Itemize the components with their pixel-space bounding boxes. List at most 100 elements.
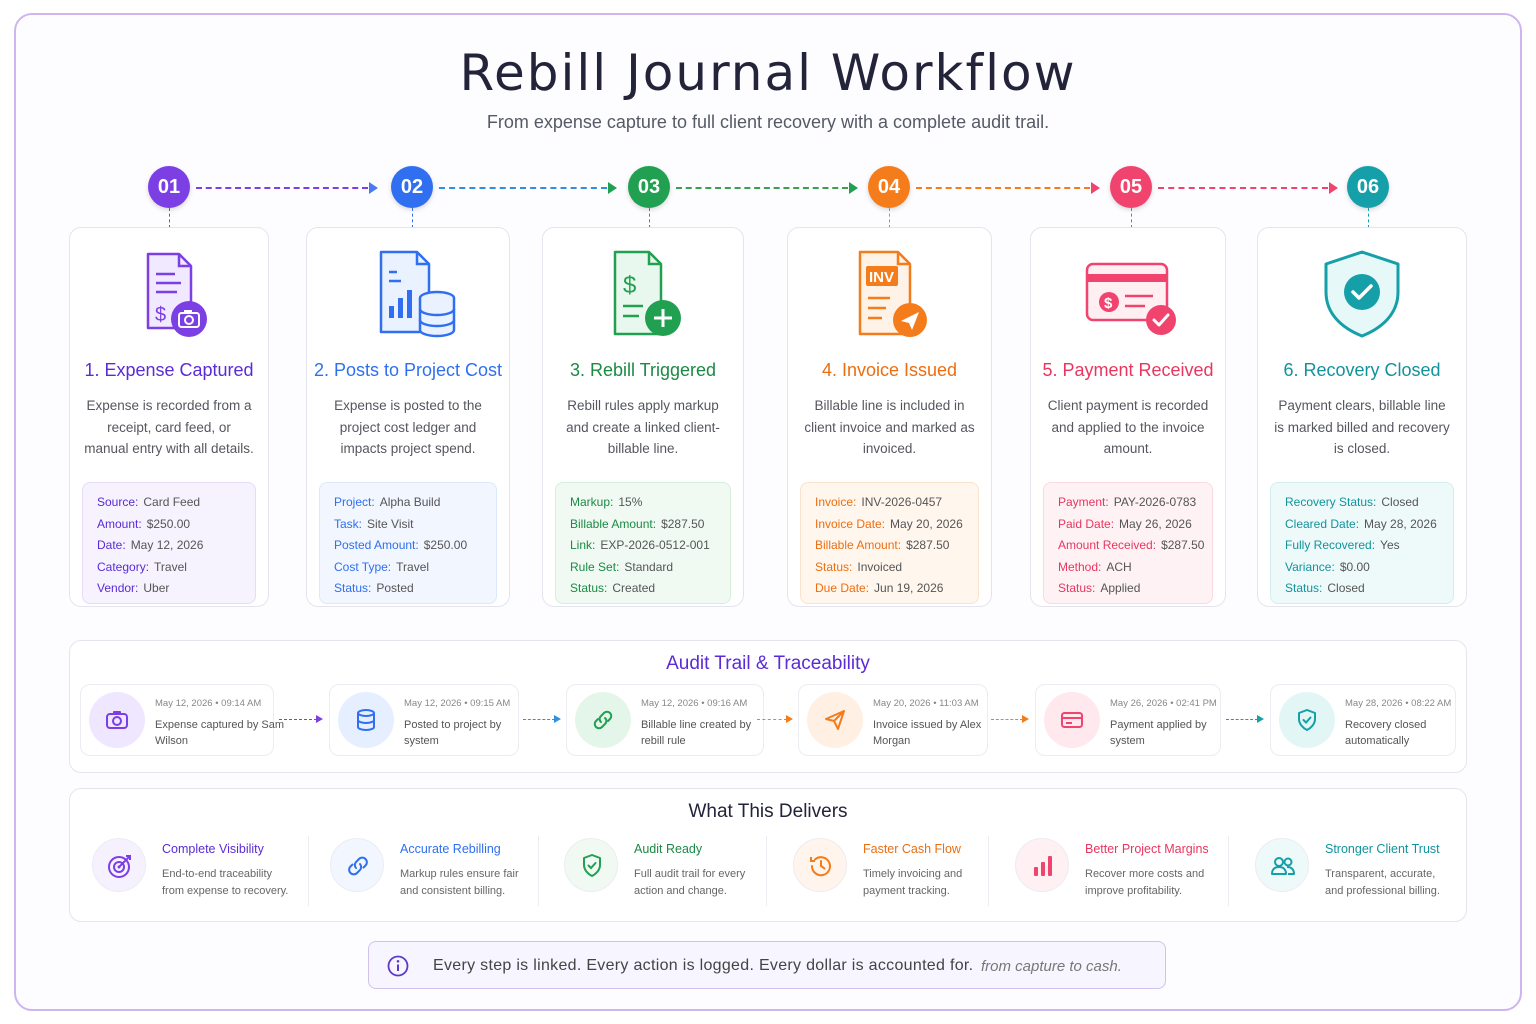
audit-text: Payment applied by system [1110, 719, 1207, 747]
step-details-6: Recovery Status:Closed Cleared Date:May … [1270, 482, 1454, 604]
detail-key: Source: [97, 495, 139, 509]
detail-row: Amount:$250.00 [97, 514, 255, 536]
deliver-text: Markup rules ensure fair and consistent … [400, 868, 519, 897]
detail-row: Date:May 12, 2026 [97, 535, 255, 557]
detail-key: Category: [97, 559, 150, 574]
svg-text:$: $ [623, 272, 636, 299]
detail-value: PAY-2026-0783 [1113, 495, 1197, 509]
step-title-2: 2. Posts to Project Cost [313, 360, 503, 380]
detail-key: Paid Date: [1058, 516, 1115, 531]
detail-row: Method:ACH [1058, 557, 1212, 579]
audit-time: May 20, 2026 • 11:03 AM [873, 698, 979, 709]
detail-value: Travel [396, 559, 430, 574]
audit-event-1: May 12, 2026 • 09:14 AM Expense captured… [80, 684, 284, 756]
audit-time: May 12, 2026 • 09:15 AM [404, 698, 511, 709]
deliver-item-6: Stronger Client Trust Transparent, accur… [1255, 836, 1455, 906]
step-description-3: Rebill rules apply markup and create a l… [566, 398, 720, 456]
detail-key: Payment: [1058, 495, 1109, 509]
step-title-4: 4. Invoice Issued [821, 360, 958, 380]
detail-value: Yes [1380, 538, 1400, 552]
step-card-1: $ 1. Expense Captured Expense is recorde… [69, 227, 269, 607]
audit-trail-title: Audit Trail & Traceability [666, 653, 870, 674]
detail-row: Cost Type:Travel [334, 557, 496, 579]
detail-key: Variance: [1285, 559, 1335, 574]
detail-row: Source:Card Feed [97, 492, 255, 514]
detail-row: Variance: $0.00 [1285, 557, 1453, 579]
step-card-3: $ 3. Rebill Triggered Rebill rules apply… [542, 227, 744, 607]
connector-2-3 [439, 187, 607, 189]
detail-value: Alpha Build [379, 495, 441, 509]
divider [766, 836, 767, 906]
step-badge-2: 02 [391, 166, 433, 208]
detail-value: Jun 19, 2026 [874, 581, 944, 595]
audit-trail-panel [69, 640, 1467, 773]
deliver-heading: Better Project Margins [1085, 842, 1209, 856]
document-plus-icon: $ [543, 250, 743, 345]
detail-value: $250.00 [423, 538, 468, 552]
step-description-6: Payment clears, billable line is marked … [1274, 398, 1450, 456]
detail-row: Status:Applied [1058, 578, 1212, 600]
deliver-item-5: Better Project Margins Recover more cost… [1015, 836, 1215, 906]
database-icon [338, 692, 394, 748]
detail-value: $287.50 [661, 516, 705, 531]
clock-icon [793, 838, 847, 892]
detail-key: Amount Received: [1058, 538, 1157, 552]
step-title-1: 1. Expense Captured [84, 360, 254, 380]
delivers-title: What This Delivers [688, 801, 848, 822]
divider [988, 836, 989, 906]
divider [538, 836, 539, 906]
drop-line-3 [649, 208, 650, 228]
audit-text: Recovery closed automatically [1345, 719, 1427, 747]
audit-event-4: May 20, 2026 • 11:03 AM Invoice issued b… [798, 684, 988, 756]
detail-value: Closed [1327, 581, 1365, 595]
detail-key: Cleared Date: [1285, 516, 1360, 531]
step-card-6: 6. Recovery Closed Payment clears, billa… [1257, 227, 1467, 607]
bar-chart-icon [1015, 838, 1069, 892]
detail-key: Rule Set: [570, 559, 620, 574]
step-details-1: Source:Card Feed Amount:$250.00 Date:May… [82, 482, 256, 604]
detail-row: Recovery Status:Closed [1285, 492, 1453, 514]
detail-row: Markup:15% [570, 492, 730, 514]
deliver-heading: Complete Visibility [162, 842, 264, 856]
detail-key: Link: [570, 538, 596, 552]
step-details-3: Markup:15% Billable Amount: $287.50 Link:… [555, 482, 731, 604]
step-title-5: 5. Payment Received [1042, 360, 1214, 380]
connector-3-4 [676, 187, 848, 189]
step-badge-1: 01 [148, 166, 190, 208]
detail-value: Created [612, 581, 656, 595]
step-details-5: Payment: PAY-2026-0783 Paid Date: May 26, … [1043, 482, 1213, 604]
connector-5-6 [1158, 187, 1328, 189]
deliver-heading: Accurate Rebilling [400, 842, 501, 856]
detail-key: Billable Amount: [815, 538, 902, 552]
drop-line-2 [412, 208, 413, 228]
detail-key: Invoice Date: [815, 516, 886, 531]
detail-key: Billable Amount: [570, 516, 657, 531]
receipt-camera-icon: $ [70, 250, 268, 345]
detail-key: Amount: [97, 516, 142, 531]
detail-value: INV-2026-0457 [861, 495, 943, 509]
deliver-heading: Audit Ready [634, 842, 703, 856]
arrow-5-6 [1329, 182, 1338, 194]
detail-value: $0.00 [1339, 559, 1370, 574]
detail-value: May 12, 2026 [130, 538, 204, 552]
detail-value: Standard [624, 559, 674, 574]
link-icon [575, 692, 631, 748]
footer-tagline: from capture to cash. [981, 958, 1122, 975]
audit-event-3: May 12, 2026 • 09:16 AM Billable line cr… [566, 684, 764, 756]
detail-row: Payment: PAY-2026-0783 [1058, 492, 1212, 514]
audit-event-6: May 28, 2026 • 08:22 AM Recovery closed … [1270, 684, 1456, 756]
detail-row: Status:Created [570, 578, 730, 600]
detail-value: May 26, 2026 [1119, 516, 1192, 531]
audit-arrow [554, 715, 561, 723]
audit-event-5: May 26, 2026 • 02:41 PM Payment applied … [1035, 684, 1221, 756]
detail-row: Status:Closed [1285, 578, 1453, 600]
detail-key: Project: [334, 495, 375, 509]
detail-key: Recovery Status: [1285, 495, 1377, 509]
camera-icon [89, 692, 145, 748]
deliver-item-1: Complete Visibility End-to-end traceabil… [92, 836, 302, 906]
deliver-item-2: Accurate Rebilling Markup rules ensure f… [330, 836, 530, 906]
deliver-text: Full audit trail for every action and ch… [634, 868, 746, 897]
target-icon [92, 838, 146, 892]
users-icon [1255, 838, 1309, 892]
detail-row: Task:Site Visit [334, 514, 496, 536]
